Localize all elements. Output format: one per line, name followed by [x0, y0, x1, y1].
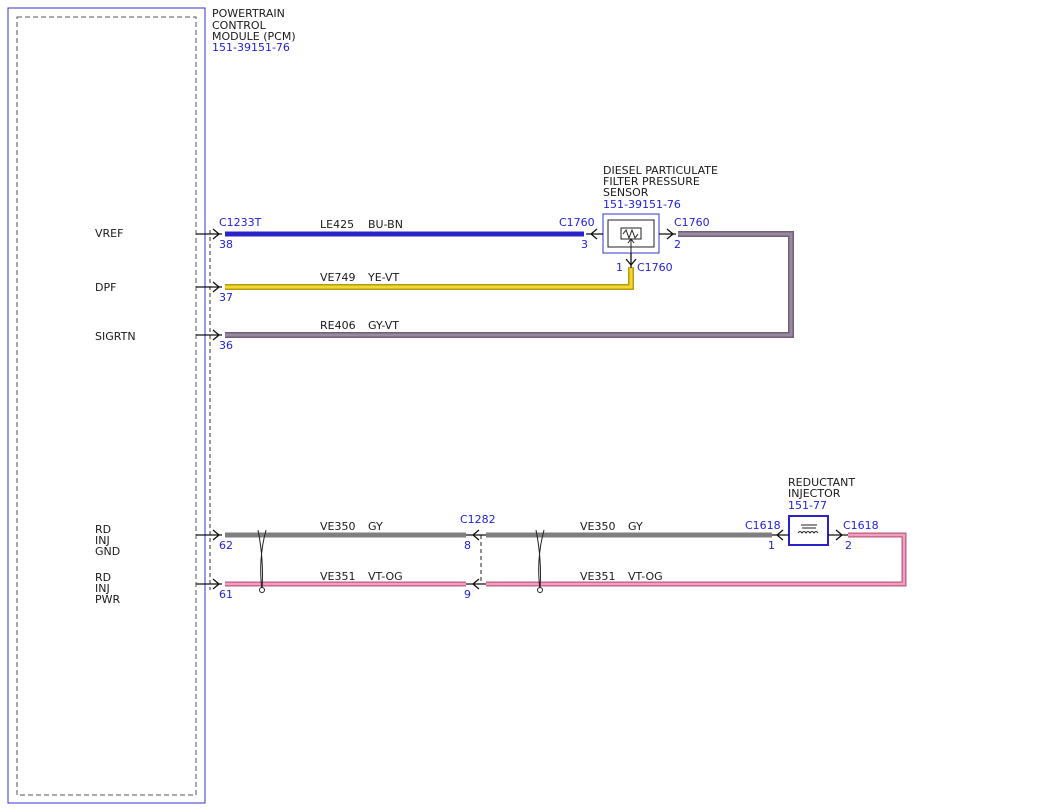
- pcm-pin-label-dpf: DPF: [95, 281, 116, 294]
- pcm-pin-label-rd-inj-pwr-1: RD: [95, 571, 111, 584]
- wire-ve350-pcm-color: GY: [368, 520, 383, 533]
- wire-re406-color: GY-VT: [368, 319, 399, 332]
- wire-ve350-injector-color: GY: [628, 520, 643, 533]
- wire-ve350-pcm-circuit: VE350: [320, 520, 355, 533]
- pcm-pin-label-sigrtn: SIGRTN: [95, 330, 136, 343]
- pcm-module-outline: [7, 7, 206, 804]
- dpf-sensor-connector-right: C1760: [674, 216, 710, 229]
- wire-ve351-pcm-color: VT-OG: [368, 570, 403, 583]
- injector-pin-left: 1: [768, 539, 775, 552]
- pcm-pin-number-36: 36: [219, 339, 233, 352]
- pcm-module-inner-dashed: [16, 16, 197, 796]
- wire-ve749-core: [225, 267, 633, 289]
- dpf-sensor-zigzag: [622, 228, 639, 240]
- inline-connector-pin-8: 8: [464, 539, 471, 552]
- wire-ve351-pcm-circuit: VE351: [320, 570, 355, 583]
- pcm-pin-label-rd-inj-gnd-3: GND: [95, 545, 120, 558]
- wire-ve351-injector-side-core: [486, 533, 906, 586]
- dpf-sensor-ref: 151-39151-76: [603, 198, 681, 211]
- dpf-sensor-title-line-1: DIESEL PARTICULATE: [603, 164, 718, 177]
- wire-ve351-injector-side: [486, 532, 907, 587]
- inline-connector-pin-9: 9: [464, 588, 471, 601]
- injector-coil-icon: [797, 524, 819, 534]
- wire-le425-color: BU-BN: [368, 218, 403, 231]
- pcm-title-line-2: CONTROL: [212, 19, 267, 32]
- dpf-sensor-pin-right: 2: [674, 238, 681, 251]
- inline-connector-arrows: [466, 529, 486, 590]
- pcm-pin-label-rd-inj-pwr-2: INJ: [95, 582, 110, 595]
- dpf-sensor-pin-arrows: [586, 228, 676, 268]
- inline-connector-name: C1282: [460, 513, 496, 526]
- dpf-sensor-connector-left: C1760: [559, 216, 595, 229]
- dpf-sensor-pin-left: 3: [581, 238, 588, 251]
- wire-ve350-injector-circuit: VE350: [580, 520, 615, 533]
- pcm-title-line-1: POWERTRAIN: [212, 7, 285, 20]
- dpf-sensor-wiper-arrow: [627, 238, 635, 244]
- dpf-sensor-pin-bottom: 1: [616, 261, 623, 274]
- pcm-pin-label-rd-inj-pwr-3: PWR: [95, 593, 121, 606]
- twisted-pair-symbol-1: [257, 529, 267, 591]
- pcm-pin-number-38: 38: [219, 238, 233, 251]
- twisted-pair-end-2: [537, 587, 543, 593]
- wire-ve351-injector-circuit: VE351: [580, 570, 615, 583]
- pcm-title-line-3: MODULE (PCM): [212, 30, 296, 43]
- wire-le425-circuit: LE425: [320, 218, 354, 231]
- injector-ref: 151-77: [788, 499, 827, 512]
- pcm-pin-label-rd-inj-gnd-1: RD: [95, 523, 111, 536]
- injector-body: [788, 515, 829, 546]
- pcm-pin-number-62: 62: [219, 539, 233, 552]
- pcm-pin-arrows: [196, 228, 222, 590]
- injector-title-line-1: REDUCTANT: [788, 476, 855, 489]
- dpf-sensor-connector-bottom: C1760: [637, 261, 673, 274]
- twisted-pair-end-1: [259, 587, 265, 593]
- wire-ve749-circuit: VE749: [320, 271, 355, 284]
- pcm-pin-number-37: 37: [219, 291, 233, 304]
- injector-connector-right: C1618: [843, 519, 879, 532]
- injector-title-line-2: INJECTOR: [788, 487, 841, 500]
- twisted-pair-symbol-2: [535, 529, 545, 591]
- pcm-pin-label-rd-inj-gnd-2: INJ: [95, 534, 110, 547]
- wire-re406-circuit: RE406: [320, 319, 356, 332]
- pcm-connector-label: C1233T: [219, 216, 262, 229]
- pcm-ref: 151-39151-76: [212, 41, 290, 54]
- wire-ve351-injector-color: VT-OG: [628, 570, 663, 583]
- wire-ve749: [225, 267, 634, 290]
- injector-connector-left: C1618: [745, 519, 781, 532]
- wire-ve749-color: YE-VT: [367, 271, 400, 284]
- pcm-pin-label-vref: VREF: [95, 227, 123, 240]
- wire-re406-core: [225, 232, 793, 337]
- injector-pin-arrows: [772, 529, 848, 541]
- injector-pin-right: 2: [845, 539, 852, 552]
- dpf-sensor-title-line-3: SENSOR: [603, 186, 649, 199]
- pcm-pin-number-61: 61: [219, 588, 233, 601]
- dpf-sensor-title-line-2: FILTER PRESSURE: [603, 175, 700, 188]
